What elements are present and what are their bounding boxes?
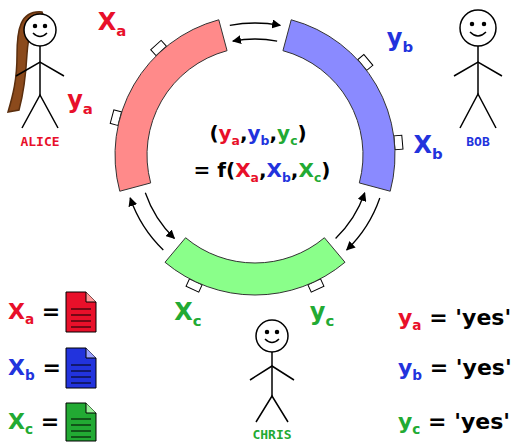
variable: Xc <box>298 158 321 182</box>
smile <box>265 339 279 343</box>
document-icon <box>66 348 96 388</box>
variable: yb <box>248 121 270 145</box>
legs <box>256 396 288 422</box>
formula-function: = f(Xa,Xb,Xc) <box>194 160 331 180</box>
input-definition: Xb = <box>8 357 61 379</box>
body <box>271 352 273 396</box>
ring-arrow <box>230 23 280 25</box>
ring-arrow <box>130 198 163 250</box>
subscript: c <box>25 421 33 437</box>
smile <box>470 32 486 36</box>
head <box>24 14 56 46</box>
arms <box>250 366 294 380</box>
variable: yb <box>387 24 413 52</box>
port-label: yb <box>387 26 413 50</box>
legs <box>22 95 58 128</box>
smile <box>33 33 47 37</box>
subscript: a <box>83 100 93 118</box>
head <box>256 320 288 352</box>
subscript: c <box>325 312 334 330</box>
subscript: b <box>261 133 270 148</box>
arms <box>16 62 64 76</box>
variable: ya <box>67 86 93 114</box>
input-definition: Xc = <box>8 411 59 433</box>
segment-band <box>283 20 395 191</box>
variable: Xb <box>8 355 35 380</box>
bob-figure <box>454 10 502 128</box>
variable: Xa <box>8 299 34 324</box>
eye <box>266 331 269 334</box>
alice-figure <box>8 12 64 128</box>
subscript: b <box>412 367 422 383</box>
variable: Xa <box>235 158 259 182</box>
eye <box>276 331 279 334</box>
variable: Xb <box>413 131 442 159</box>
arms <box>454 62 502 76</box>
ring-arrow <box>347 198 380 250</box>
variable: ya <box>219 121 240 145</box>
eye <box>34 25 37 28</box>
subscript: c <box>412 421 420 437</box>
port-label: Xb <box>413 133 442 157</box>
subscript: a <box>232 133 240 148</box>
subscript: a <box>251 170 259 185</box>
variable: Xa <box>98 8 127 36</box>
port-label: Xa <box>98 10 127 34</box>
eye <box>44 25 47 28</box>
formula-output: (ya,yb,yc) <box>209 123 306 143</box>
ring-segment: Xcyc <box>164 236 346 296</box>
variable: Xb <box>267 158 291 182</box>
subscript: c <box>290 133 297 148</box>
subscript: c <box>193 312 202 330</box>
body <box>39 46 41 95</box>
variable: ya <box>398 305 422 330</box>
person-name: ALICE <box>20 135 59 148</box>
legs <box>460 94 496 128</box>
port-label: yc <box>310 300 334 324</box>
variable: Xc <box>174 298 201 326</box>
subscript: b <box>403 38 414 56</box>
output-value: yb = 'yes' <box>398 357 512 379</box>
body <box>477 46 479 94</box>
subscript: b <box>25 367 35 383</box>
subscript: a <box>412 317 421 333</box>
variable: yc <box>277 121 297 145</box>
eye <box>483 23 486 26</box>
ring-arrow <box>233 39 277 41</box>
subscript: b <box>282 170 291 185</box>
subscript: a <box>116 22 126 40</box>
input-definition: Xa = <box>8 301 60 323</box>
subscript: b <box>432 145 443 163</box>
variable: yb <box>398 355 422 380</box>
person-name: BOB <box>466 135 489 148</box>
variable: yc <box>310 298 334 326</box>
document-icon <box>66 403 96 441</box>
variable: Xc <box>8 409 33 434</box>
eye <box>471 23 474 26</box>
subscript: a <box>25 311 34 327</box>
variable: yc <box>398 409 420 434</box>
port-label: ya <box>67 88 93 112</box>
chris-figure <box>250 320 294 422</box>
output-value: ya = 'yes' <box>398 307 511 329</box>
ring-arrow <box>145 193 174 239</box>
segment-band <box>165 238 345 295</box>
port-label: Xc <box>174 300 201 324</box>
document-icon <box>66 292 96 332</box>
ring-arrow <box>336 193 365 239</box>
head <box>460 10 496 46</box>
subscript: c <box>314 170 321 185</box>
person-name: CHRIS <box>252 428 291 441</box>
output-value: yc = 'yes' <box>398 411 510 433</box>
segment-shape <box>164 236 346 296</box>
